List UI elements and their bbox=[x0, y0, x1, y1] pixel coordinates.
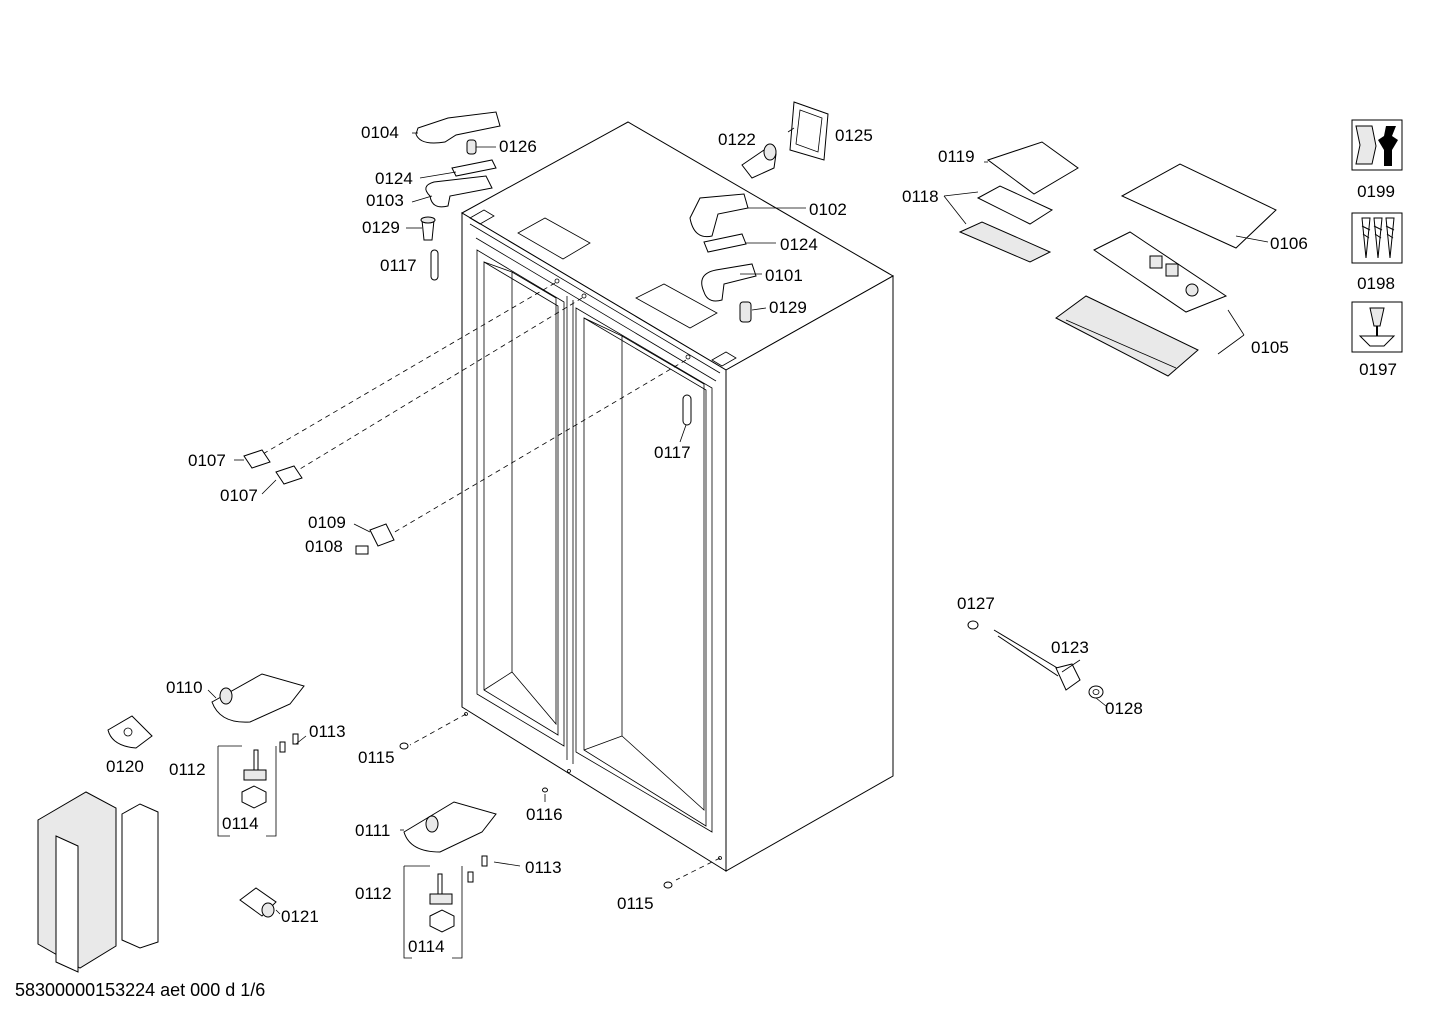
screwdriver-icon bbox=[1351, 301, 1403, 353]
part-labels: 0104 0126 0124 0103 0129 0117 0122 0125 … bbox=[106, 123, 1308, 956]
assembly-lines bbox=[255, 282, 721, 881]
part-label: 0129 bbox=[362, 218, 400, 237]
part-label: 0112 bbox=[169, 760, 206, 779]
part-label: 0113 bbox=[525, 858, 562, 877]
symbol-label: 0199 bbox=[1357, 182, 1395, 201]
part-label: 0114 bbox=[408, 937, 445, 956]
screws-icon bbox=[1351, 212, 1403, 264]
part-label: 0128 bbox=[1105, 699, 1143, 718]
part-label: 0112 bbox=[355, 884, 392, 903]
misc-bottom-parts bbox=[239, 742, 673, 918]
part-label: 0119 bbox=[938, 147, 975, 166]
catch-parts bbox=[243, 449, 395, 555]
part-label: 0109 bbox=[308, 513, 346, 532]
part-label: 0102 bbox=[809, 200, 847, 219]
part-label: 0120 bbox=[106, 757, 144, 776]
part-label: 0108 bbox=[305, 537, 343, 556]
wrench-icon bbox=[1351, 119, 1403, 171]
bottom-hinge-right bbox=[403, 801, 497, 959]
water-connector bbox=[967, 620, 1104, 699]
part-label: 0129 bbox=[769, 298, 807, 317]
part-label: 0110 bbox=[166, 678, 203, 697]
part-label: 0123 bbox=[1051, 638, 1089, 657]
part-label: 0118 bbox=[902, 187, 939, 206]
part-label: 0116 bbox=[526, 805, 563, 824]
top-hinge-right-parts bbox=[689, 101, 829, 323]
part-label: 0107 bbox=[188, 451, 226, 470]
part-label: 0121 bbox=[281, 907, 319, 926]
part-label: 0113 bbox=[309, 722, 346, 741]
refrigerator-cabinet bbox=[460, 121, 895, 872]
drawing-code: 58300000153224 aet 000 d 1/6 bbox=[15, 980, 266, 1000]
part-label: 0106 bbox=[1270, 234, 1308, 253]
part-label: 0124 bbox=[780, 235, 818, 254]
part-label: 0127 bbox=[957, 594, 995, 613]
part-label: 0105 bbox=[1251, 338, 1289, 357]
part-label: 0126 bbox=[499, 137, 537, 156]
part-label: 0117 bbox=[654, 443, 691, 462]
part-label: 0101 bbox=[765, 266, 803, 285]
part-label: 0117 bbox=[380, 256, 417, 275]
part-label: 0124 bbox=[375, 169, 413, 188]
part-label: 0104 bbox=[361, 123, 399, 142]
part-label: 0122 bbox=[718, 130, 756, 149]
top-hinge-left-parts bbox=[415, 111, 501, 281]
part-label: 0103 bbox=[366, 191, 404, 210]
control-modules bbox=[958, 141, 1277, 377]
symbol-legend: 0199 0198 0197 bbox=[1351, 119, 1403, 379]
part-label: 0107 bbox=[220, 486, 258, 505]
part-label: 0125 bbox=[835, 126, 873, 145]
part-label: 0115 bbox=[358, 748, 395, 767]
part-label: 0111 bbox=[355, 821, 390, 840]
part-label: 0114 bbox=[222, 814, 259, 833]
symbol-label: 0198 bbox=[1357, 274, 1395, 293]
bottom-hinge-left bbox=[107, 673, 305, 837]
leader-lines bbox=[207, 127, 1269, 915]
symbol-label: 0197 bbox=[1359, 360, 1397, 379]
filter-box bbox=[37, 791, 159, 973]
part-label: 0115 bbox=[617, 894, 654, 913]
